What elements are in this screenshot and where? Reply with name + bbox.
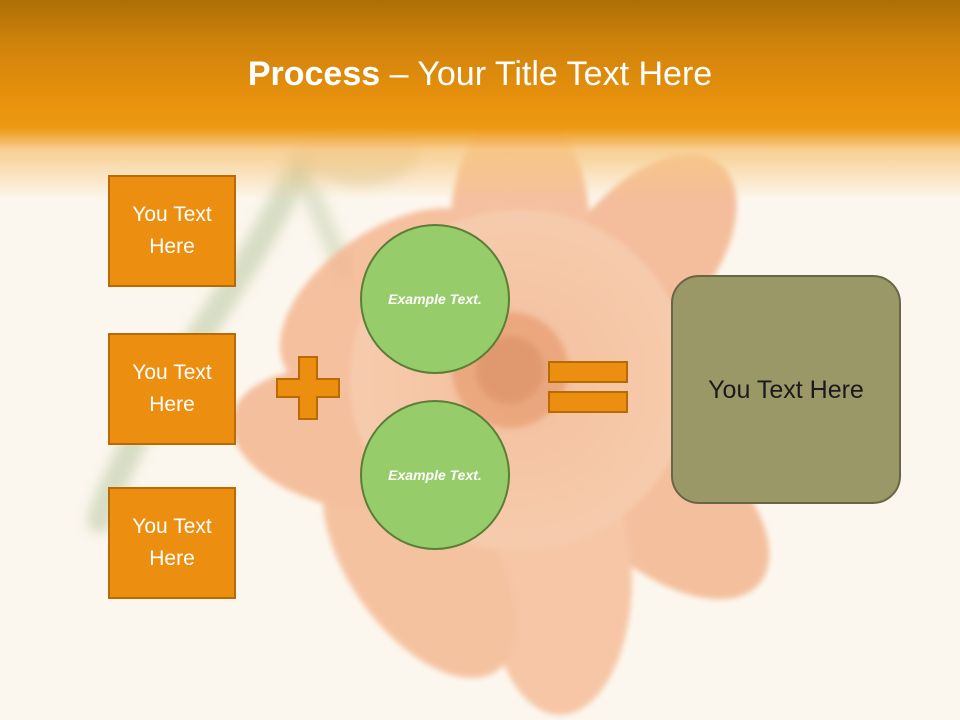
text-box-label: You Text Here	[132, 203, 212, 258]
example-circle-2[interactable]: Example Text.	[360, 400, 510, 550]
title-rest: – Your Title Text Here	[380, 55, 713, 93]
circle-label: Example Text.	[388, 466, 482, 483]
result-box[interactable]: You Text Here	[671, 275, 901, 504]
text-box-3[interactable]: You Text Here	[108, 487, 236, 599]
slide-title: Process – Your Title Text Here	[0, 52, 960, 96]
text-box-2[interactable]: You Text Here	[108, 333, 236, 445]
title-bold: Process	[247, 55, 381, 93]
plus-icon	[276, 356, 340, 420]
text-box-label: You Text Here	[132, 515, 212, 570]
example-circle-1[interactable]: Example Text.	[360, 224, 510, 374]
equals-icon	[548, 361, 628, 413]
circle-label: Example Text.	[388, 290, 482, 307]
text-box-1[interactable]: You Text Here	[108, 175, 236, 287]
result-label: You Text Here	[708, 375, 864, 404]
header-band	[0, 0, 960, 200]
text-box-label: You Text Here	[132, 361, 212, 416]
